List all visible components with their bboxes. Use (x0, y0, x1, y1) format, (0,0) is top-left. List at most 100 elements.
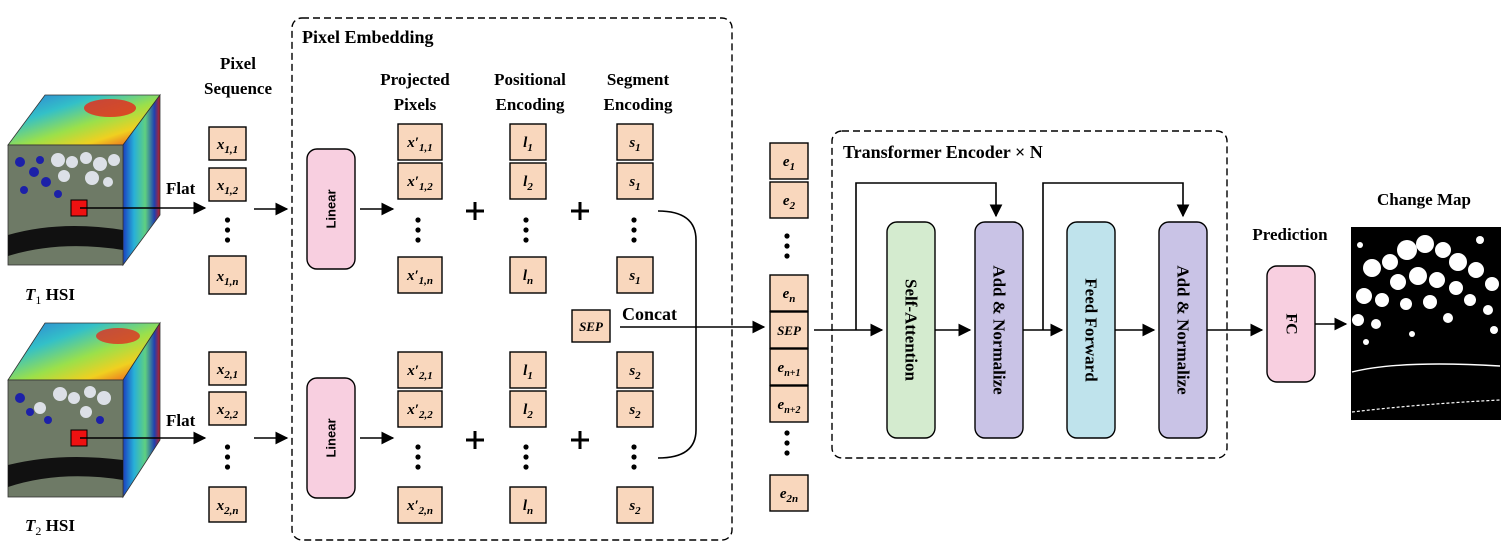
seg-s1: s1 (628, 174, 640, 193)
token-sub: n (527, 505, 533, 517)
token-sub: 1,n (224, 276, 238, 288)
token-cell (208, 391, 247, 426)
token-base: x (216, 498, 225, 514)
concat-bracket (657, 210, 697, 459)
token-base: x′ (406, 135, 419, 151)
feed-forward-block: Feed Forward (1066, 221, 1116, 439)
token-sub: 1,1 (419, 142, 433, 154)
seg-s2: s2 (628, 363, 641, 382)
token-base: x (216, 178, 225, 194)
pixel-sequence-1: x1,1 x1,2 x1,n (208, 126, 247, 295)
token-sub: 2,1 (223, 369, 238, 381)
token-sub: 1 (527, 370, 533, 382)
token-sub: 2 (789, 200, 796, 212)
token-sub: 2 (634, 370, 641, 382)
token-base: SEP (777, 323, 802, 338)
add-normalize-block-2: Add & Normalize (1158, 221, 1208, 439)
token-base: x (216, 362, 225, 378)
token-sub: 1 (635, 181, 641, 193)
residual-arrow-1 (855, 182, 1003, 330)
plus-icon (466, 202, 484, 220)
residual-arrow-2 (1042, 182, 1190, 330)
plus-icon (571, 431, 589, 449)
token-base: x′ (406, 268, 419, 284)
segment-encoding-heading-line2: Encoding (604, 95, 673, 114)
self-attention-label: Self-Attention (902, 279, 921, 382)
token-x1n: x1,n (216, 269, 239, 288)
t2-hsi-cube (7, 321, 161, 499)
flat-label-1: Flat (166, 179, 196, 198)
token-x21: x2,1 (216, 362, 238, 381)
add-normalize-block-1: Add & Normalize (974, 221, 1024, 439)
token-base: x′ (406, 363, 419, 379)
linear-block-2: Linear (306, 377, 356, 499)
segment-encoding-heading-line1: Segment (607, 70, 670, 89)
pos-l1: l1 (523, 135, 533, 154)
embed-en2: en+2 (778, 397, 801, 416)
self-attention-block: Self-Attention (886, 221, 936, 439)
token-sub: 2n (786, 493, 799, 505)
seg-s1: s1 (628, 135, 640, 154)
token-base: s (628, 174, 635, 190)
token-base: s (628, 402, 635, 418)
token-sub: 2,2 (418, 409, 433, 421)
token-sub: 1 (790, 161, 796, 173)
token-sub: 1,1 (224, 144, 238, 156)
transformer-encoder-box (831, 130, 1228, 459)
change-map-title: Change Map (1377, 190, 1471, 209)
token-base: s (628, 268, 635, 284)
prediction-label: Prediction (1252, 225, 1328, 244)
t1-subscript: 1 (35, 293, 41, 307)
pixel-embedding-title: Pixel Embedding (302, 27, 434, 47)
embed-en1: en+1 (778, 360, 801, 379)
token-sub: 1 (635, 275, 641, 287)
token-sub: n+2 (784, 405, 800, 416)
concat-label: Concat (622, 304, 677, 324)
proj-x2n: x′2,n (406, 498, 433, 517)
transformer-encoder-title: Transformer Encoder × N (843, 142, 1043, 162)
pos-ln: ln (523, 268, 533, 287)
positional-encoding-1: l1 l2 ln (509, 123, 547, 294)
linear-block-1: Linear (306, 148, 356, 270)
token-base: s (628, 498, 635, 514)
token-x12: x1,2 (216, 178, 239, 197)
token-base: e (780, 486, 787, 502)
token-cell (208, 255, 247, 295)
token-base: x (216, 402, 225, 418)
embed-sep: SEP (777, 323, 802, 338)
embed-en: en (783, 286, 796, 305)
token-base: x (216, 269, 225, 285)
proj-x22: x′2,2 (406, 402, 433, 421)
token-sub: 2 (634, 409, 641, 421)
token-base: x (216, 137, 225, 153)
proj-x11: x′1,1 (406, 135, 432, 154)
embed-e2n: e2n (780, 486, 798, 505)
pixel-embedding-box (291, 17, 733, 541)
projected-pixels-heading-line1: Projected (380, 70, 450, 89)
token-base: e (778, 360, 785, 376)
pos-l2: l2 (523, 402, 533, 421)
token-base: l (523, 268, 528, 284)
positional-encoding-2: l 1 l2 ln (509, 351, 547, 524)
token-base: e (778, 397, 785, 413)
linear-label: Linear (324, 189, 339, 228)
add-normalize-label: Add & Normalize (1174, 265, 1193, 395)
positional-encoding-heading-line1: Positional (494, 70, 566, 89)
token-base: e (783, 286, 790, 302)
projected-pixels-1: x′1,1 x′1,2 x′1,n (397, 123, 443, 294)
feed-forward-label: Feed Forward (1082, 278, 1101, 382)
token-cell (208, 486, 247, 523)
linear-label: Linear (324, 418, 339, 457)
token-sub: 2,n (418, 505, 433, 517)
pos-l2: l2 (523, 174, 533, 193)
t2-subscript: 2 (35, 524, 41, 538)
token-x22: x2,2 (216, 402, 239, 421)
plus-icon (571, 202, 589, 220)
embed-e2: e2 (783, 193, 796, 212)
seg-s2: s2 (628, 498, 641, 517)
pos-ln: ln (523, 498, 533, 517)
token-sub: n (789, 293, 795, 305)
token-base: l (523, 402, 528, 418)
token-sub: 2 (634, 505, 641, 517)
